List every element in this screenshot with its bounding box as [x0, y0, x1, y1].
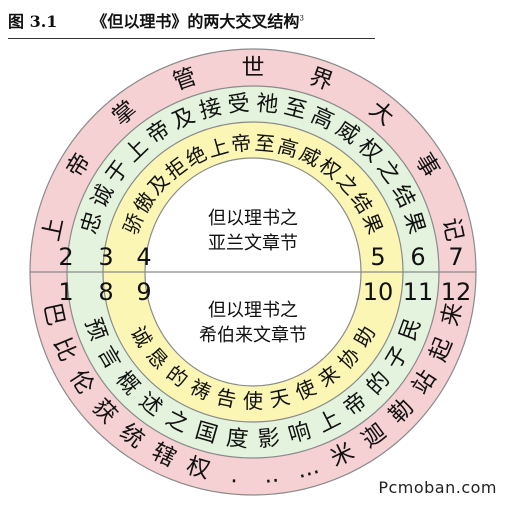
center-bottom-line-2: 希伯来文章节 — [199, 325, 307, 346]
section-bottom-number: 8 — [98, 278, 113, 306]
outer-bottom-char: 来 — [437, 300, 467, 328]
middle-top-char: 受 — [227, 91, 251, 118]
outer-bottom-char: 巴 — [38, 300, 68, 328]
outer-bottom-char: .. — [263, 462, 280, 489]
section-bottom-number: 9 — [136, 278, 151, 306]
figure-title-text: 《但以理书》的两大交叉结构 — [91, 12, 300, 31]
section-bottom-number: 11 — [403, 278, 434, 306]
outer-top-char: 记 — [437, 216, 467, 244]
center-top-line-1: 但以理书之 — [208, 208, 298, 229]
section-top-number: 6 — [410, 243, 425, 271]
outer-bottom-char: . — [230, 462, 240, 489]
figure-number: 图 3.1 — [8, 12, 58, 31]
section-top-number: 5 — [370, 243, 385, 271]
center-bottom-line-1: 但以理书之 — [208, 300, 298, 321]
inner-bottom-char: 告 — [214, 384, 239, 412]
middle-bottom-char: 度 — [225, 426, 249, 453]
figure-caption: 图 3.1 《但以理书》的两大交叉结构3 — [8, 8, 447, 39]
section-bottom-number: 10 — [363, 278, 394, 306]
figure-title: 《但以理书》的两大交叉结构3 — [91, 8, 303, 32]
section-top-number: 4 — [136, 243, 151, 271]
outer-top-char: 上 — [38, 216, 68, 244]
inner-bottom-char: 使 — [243, 389, 263, 413]
center-top-line-2: 亚兰文章节 — [208, 233, 298, 254]
inner-top-char: 至 — [254, 131, 276, 157]
section-top-number: 7 — [448, 243, 463, 271]
section-top-number: 3 — [98, 243, 113, 271]
section-top-number: 2 — [58, 243, 73, 271]
section-bottom-number: 1 — [58, 278, 73, 306]
section-bottom-number: 12 — [441, 278, 472, 306]
footnote-mark: 3 — [299, 14, 304, 23]
caption-underline — [8, 38, 375, 39]
outer-top-char: 世 — [242, 55, 265, 81]
middle-bottom-char: 影 — [257, 426, 281, 453]
inner-bottom-char: 天 — [268, 384, 293, 412]
inner-top-char: 帝 — [230, 131, 252, 157]
watermark: Pcmoban.com — [378, 478, 497, 497]
middle-top-char: 祂 — [255, 91, 279, 118]
